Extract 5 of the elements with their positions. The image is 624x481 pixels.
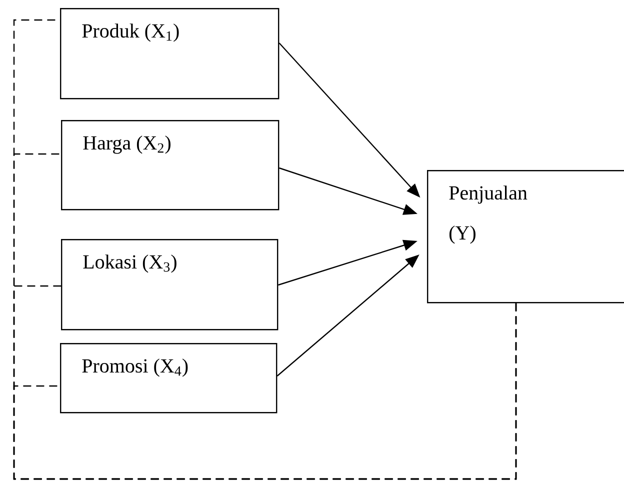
variable-box: Penjualan (Y): [427, 170, 624, 304]
variable-box: Produk (X$_{1}$): [60, 8, 280, 100]
variable-box: Promosi (X$_{4}$): [60, 342, 278, 414]
variable-box: Lokasi (X$_{3}$): [61, 239, 278, 330]
variable-box: Harga (X$_{2}$): [61, 120, 280, 210]
